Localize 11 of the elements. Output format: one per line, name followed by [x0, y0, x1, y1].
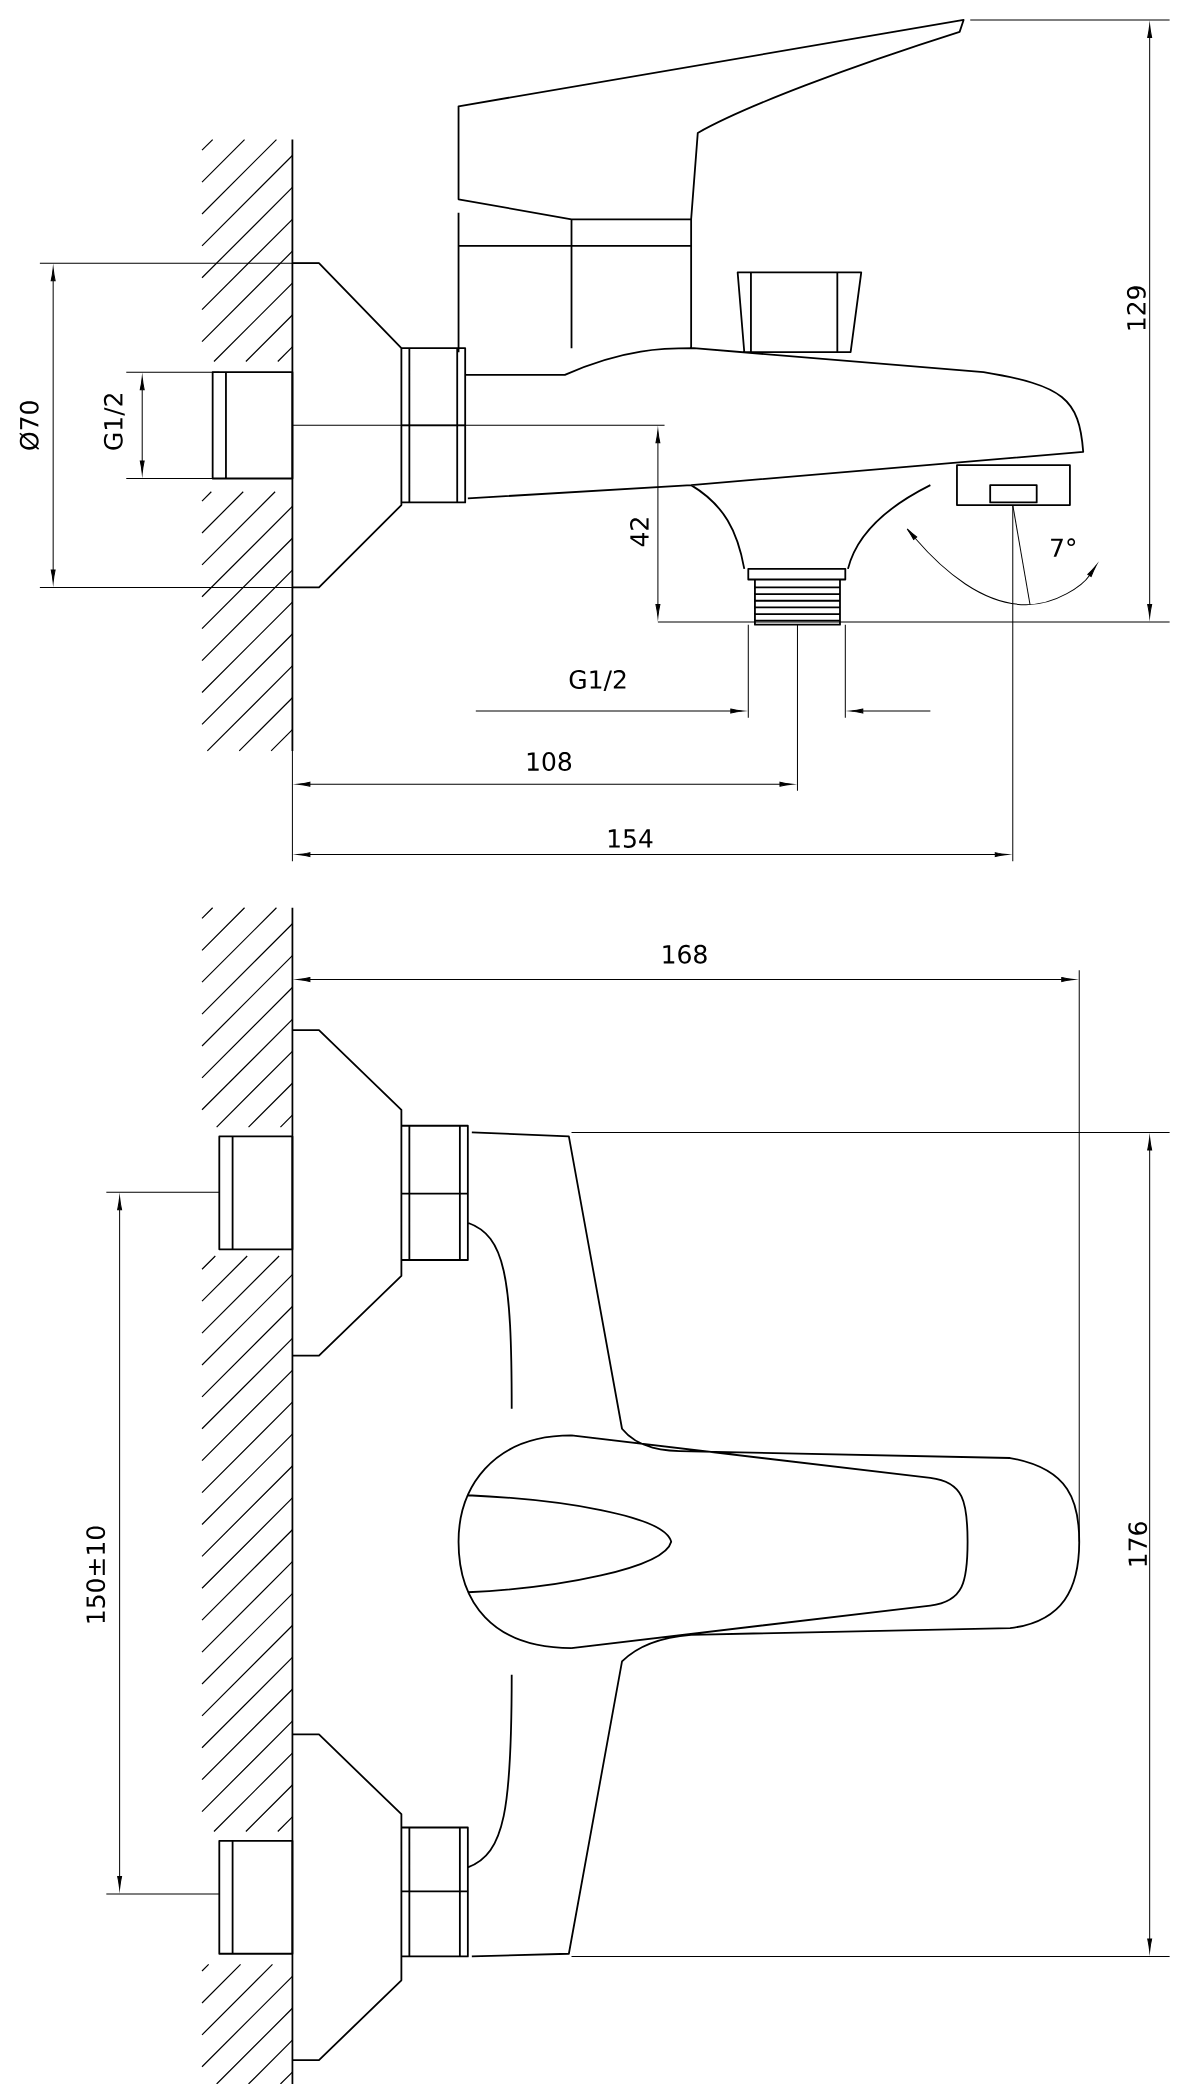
dimension-label: 168	[663, 944, 707, 964]
dimension-label: 108	[527, 752, 571, 771]
dimension-label: 176	[1128, 1522, 1148, 1566]
dimension-label: 129	[1126, 286, 1146, 330]
dimension-label: Ø70	[19, 401, 40, 450]
dimension-label: G1/2	[103, 394, 125, 450]
dimension-label: 150±10	[86, 1526, 106, 1623]
dimension-label: 7°	[1051, 538, 1075, 557]
dimension-label: G1/2	[569, 670, 626, 691]
dimension-label: 154	[608, 829, 653, 848]
dimension-label: 42	[629, 518, 649, 547]
